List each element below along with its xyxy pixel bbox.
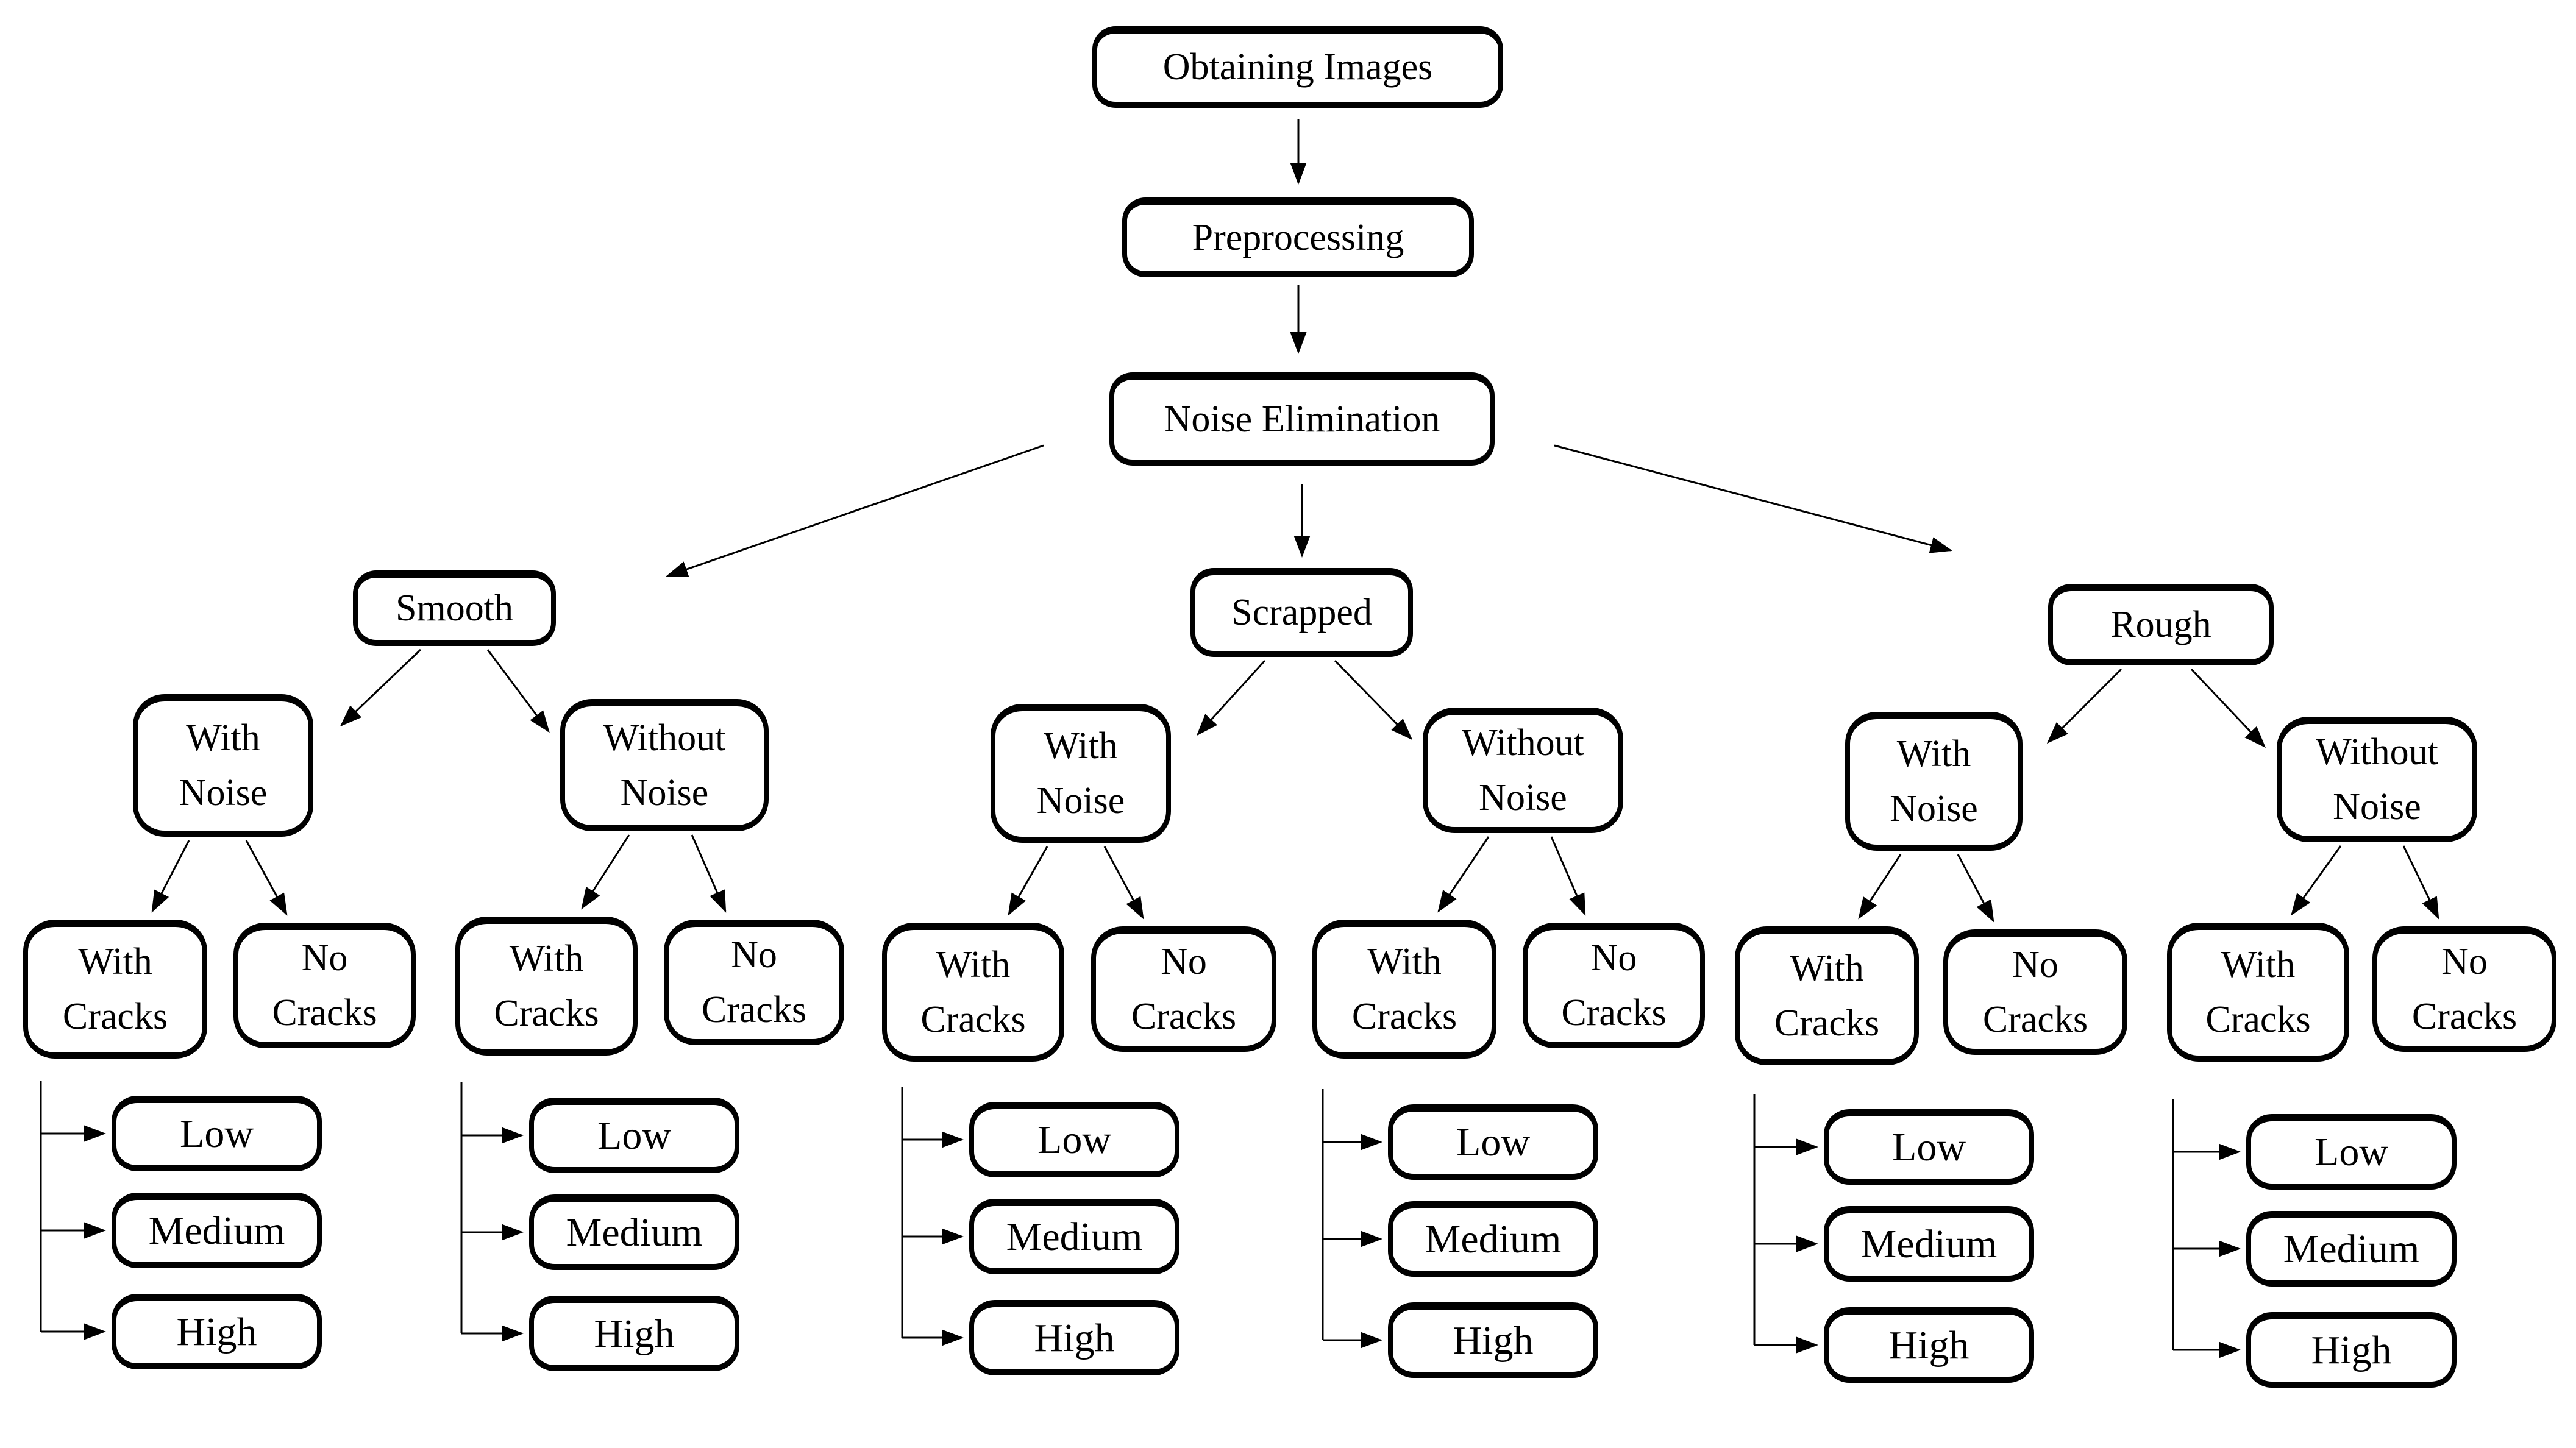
node-smooth-without-noise-medium: Medium xyxy=(529,1194,739,1270)
node-rough-without-noise-medium: Medium xyxy=(2246,1211,2457,1287)
node-rough-without-noise-with-cracks: With Cracks xyxy=(2167,923,2349,1062)
node-smooth: Smooth xyxy=(353,570,556,646)
node-smooth-with-noise-no-cracks: No Cracks xyxy=(233,923,416,1048)
node-scrapped-without-noise-medium: Medium xyxy=(1388,1201,1598,1277)
arrow-smooth-without-noise-to-with-cracks xyxy=(581,834,630,910)
node-scrapped-with-noise-high: High xyxy=(969,1300,1179,1375)
node-scrapped-with-noise-with-cracks: With Cracks xyxy=(882,923,1064,1062)
node-scrapped-without-noise-high: High xyxy=(1388,1302,1598,1378)
node-rough-without-noise-no-cracks: No Cracks xyxy=(2372,926,2556,1052)
arrow-smooth-with-noise-to-no-cracks xyxy=(245,840,288,916)
node-rough: Rough xyxy=(2048,584,2274,665)
node-scrapped-without-noise-with-cracks: With Cracks xyxy=(1312,920,1496,1059)
node-rough-without-noise-low: Low xyxy=(2246,1114,2457,1190)
node-smooth-with-noise-low: Low xyxy=(112,1096,322,1171)
node-scrapped-with-noise-low: Low xyxy=(969,1102,1179,1177)
node-obtaining-images: Obtaining Images xyxy=(1092,26,1503,108)
arrow-rough-without-noise-to-no-cracks xyxy=(2402,845,2439,920)
node-rough-with-noise-no-cracks: No Cracks xyxy=(1943,929,2127,1055)
node-scrapped-with-noise: With Noise xyxy=(991,704,1171,843)
node-scrapped-with-noise-medium: Medium xyxy=(969,1199,1179,1274)
node-smooth-with-noise-medium: Medium xyxy=(112,1193,322,1268)
node-scrapped: Scrapped xyxy=(1190,568,1413,657)
arrow-scrapped-to-without-noise xyxy=(1334,659,1413,740)
node-smooth-with-noise: With Noise xyxy=(133,694,313,837)
node-noise-elimination: Noise Elimination xyxy=(1109,372,1495,466)
node-preprocessing: Preprocessing xyxy=(1122,197,1474,277)
arrow-smooth-to-with-noise xyxy=(340,648,422,727)
node-smooth-without-noise-with-cracks: With Cracks xyxy=(455,917,638,1056)
node-scrapped-without-noise: Without Noise xyxy=(1423,708,1623,833)
arrow-scrapped-with-noise-to-with-cracks xyxy=(1008,846,1048,916)
arrow-smooth-to-without-noise xyxy=(486,649,550,733)
arrow-smooth-with-noise-to-with-cracks xyxy=(151,840,190,913)
arrow-rough-with-noise-to-with-cracks xyxy=(1858,854,1902,920)
arrow-noise-to-smooth xyxy=(666,444,1044,577)
node-scrapped-without-noise-no-cracks: No Cracks xyxy=(1523,923,1705,1048)
arrow-rough-to-with-noise xyxy=(2046,668,2122,744)
node-rough-with-noise: With Noise xyxy=(1845,712,2023,851)
arrow-scrapped-to-with-noise xyxy=(1196,659,1266,736)
node-rough-with-noise-high: High xyxy=(1824,1307,2034,1383)
arrow-smooth-without-noise-to-no-cracks xyxy=(691,834,727,913)
node-rough-with-noise-low: Low xyxy=(1824,1109,2034,1185)
node-rough-without-noise-high: High xyxy=(2246,1312,2457,1388)
node-scrapped-without-noise-low: Low xyxy=(1388,1104,1598,1180)
node-rough-with-noise-with-cracks: With Cracks xyxy=(1735,926,1919,1065)
arrow-scrapped-without-noise-to-no-cracks xyxy=(1550,836,1586,916)
node-smooth-without-noise-high: High xyxy=(529,1296,739,1371)
node-rough-with-noise-medium: Medium xyxy=(1824,1206,2034,1282)
node-smooth-with-noise-with-cracks: With Cracks xyxy=(23,920,207,1059)
node-smooth-without-noise: Without Noise xyxy=(560,699,769,831)
arrow-rough-to-without-noise xyxy=(2190,668,2266,748)
node-smooth-without-noise-low: Low xyxy=(529,1098,739,1173)
node-smooth-with-noise-high: High xyxy=(112,1294,322,1369)
arrow-rough-with-noise-to-no-cracks xyxy=(1957,854,1994,923)
node-scrapped-with-noise-no-cracks: No Cracks xyxy=(1091,926,1276,1052)
arrow-rough-without-noise-to-with-cracks xyxy=(2291,845,2342,916)
node-smooth-without-noise-no-cracks: No Cracks xyxy=(664,920,844,1045)
node-rough-without-noise: Without Noise xyxy=(2277,717,2477,842)
arrow-scrapped-with-noise-to-no-cracks xyxy=(1103,846,1144,920)
arrow-noise-to-rough xyxy=(1554,444,1952,553)
arrow-scrapped-without-noise-to-with-cracks xyxy=(1437,836,1490,913)
